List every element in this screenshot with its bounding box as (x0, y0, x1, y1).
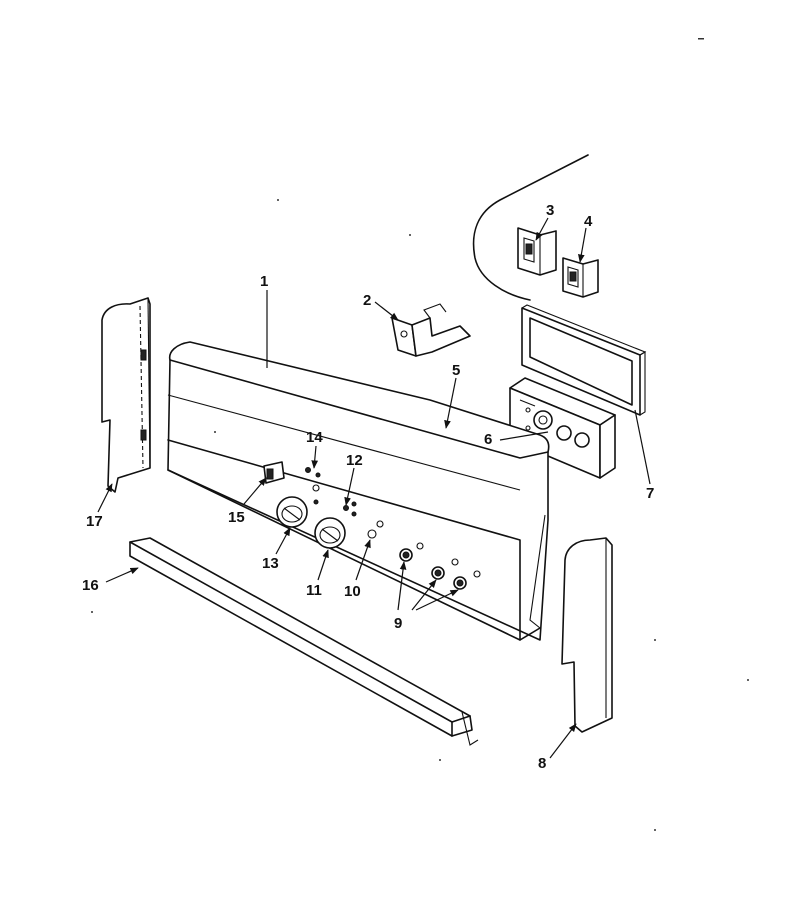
callout-5: 5 (452, 362, 460, 379)
callout-1: 1 (260, 273, 268, 290)
callout-16: 16 (82, 577, 99, 594)
callout-6: 6 (484, 431, 492, 448)
switch-block-3 (517, 227, 557, 276)
backguard-panel-1 (167, 341, 550, 641)
mounting-frame-7 (521, 304, 647, 416)
callout-10: 10 (344, 583, 361, 600)
callout-4: 4 (584, 213, 593, 230)
trim-strip-16 (129, 537, 479, 746)
switch-block-4 (562, 257, 599, 298)
callout-8: 8 (538, 755, 546, 772)
range-top-corner (472, 154, 589, 301)
callout-9: 9 (394, 615, 402, 632)
bracket-2 (391, 303, 471, 357)
callout-12: 12 (346, 452, 363, 469)
knob-13 (276, 496, 308, 528)
leader-lines (97, 217, 651, 759)
clock-timer-6 (509, 377, 616, 479)
lamp-10 (367, 520, 384, 539)
callout-3: 3 (546, 202, 554, 219)
callout-7: 7 (646, 485, 654, 502)
indicator-14 (305, 467, 321, 505)
callout-11: 11 (306, 582, 322, 599)
right-end-cap-8 (561, 537, 613, 733)
callout-17: 17 (86, 513, 103, 530)
callout-2: 2 (363, 292, 371, 309)
rocker-switch-15 (263, 461, 285, 484)
callout-labels: 1 2 3 4 5 6 7 8 9 10 11 12 13 14 15 16 1… (82, 202, 654, 772)
knob-11 (314, 517, 346, 549)
left-end-cap-17 (101, 297, 151, 493)
scan-specks (91, 38, 749, 831)
callout-13: 13 (262, 555, 279, 572)
burner-knobs-9 (399, 542, 481, 590)
callout-14: 14 (306, 429, 323, 446)
callout-15: 15 (228, 509, 245, 526)
